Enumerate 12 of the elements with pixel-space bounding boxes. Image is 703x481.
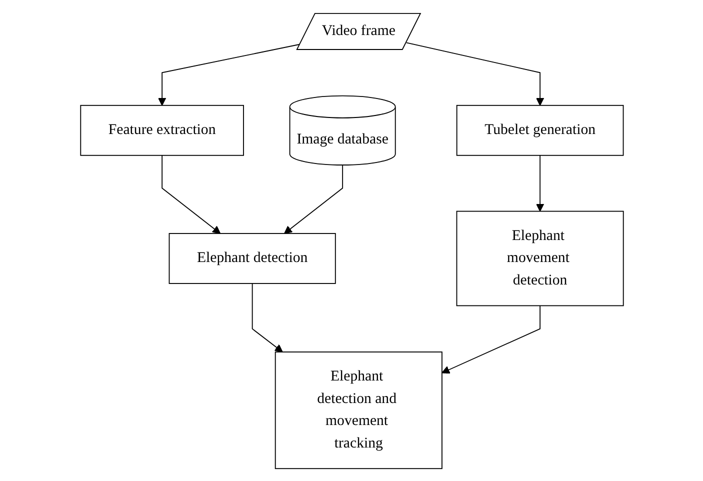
arrow [251,282,282,352]
arrow [158,43,300,106]
node-box: Elephant detection [168,232,336,284]
node-box: Elephant detection and movement tracking [274,351,442,469]
arrow [284,164,343,234]
node-box: Elephant movement detection [456,210,624,306]
node-box: Tubelet generation [456,104,624,156]
arrow [406,42,544,106]
arrow [441,304,540,374]
node-box: Feature extraction [80,104,244,156]
arrow [161,154,220,234]
arrow [535,154,544,212]
